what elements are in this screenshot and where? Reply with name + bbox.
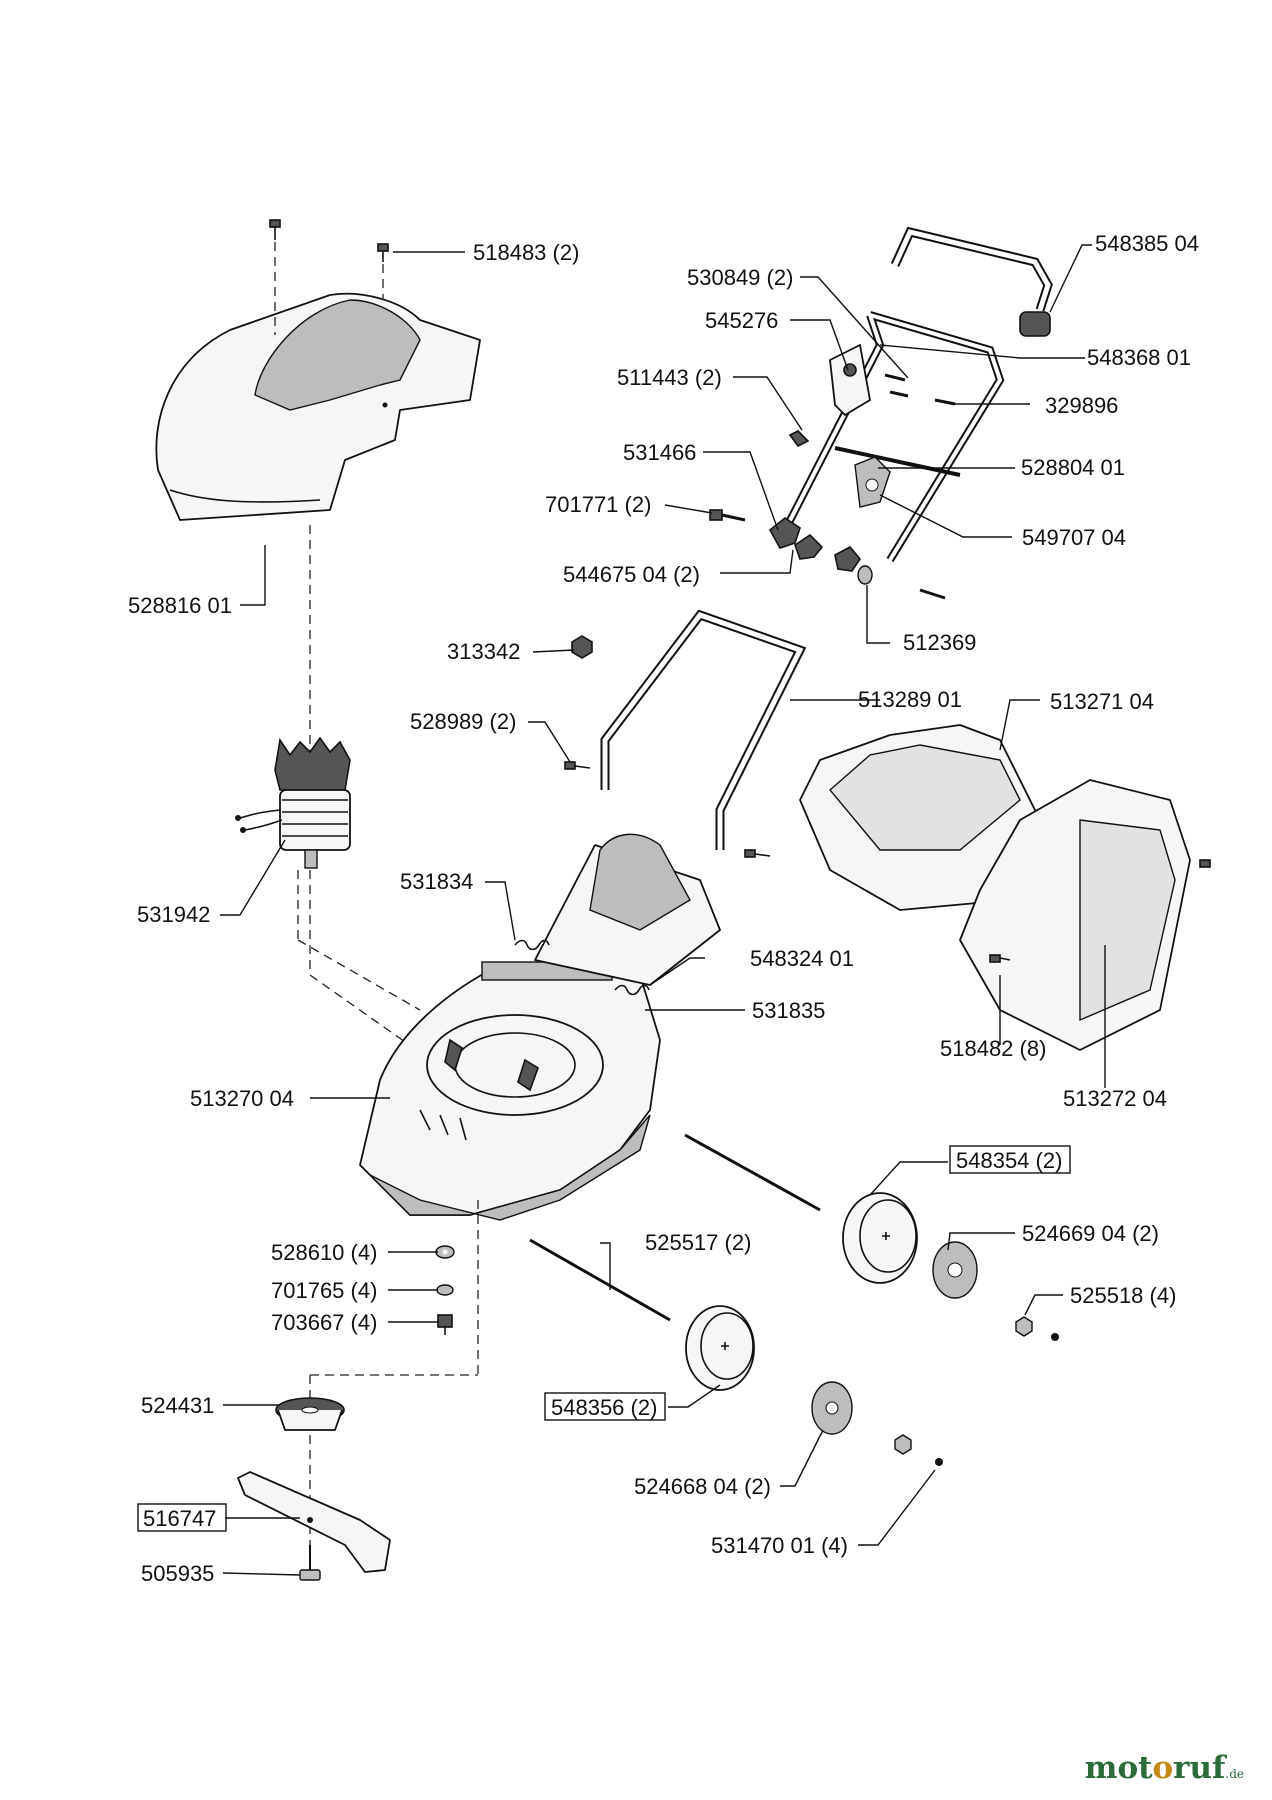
label-544675: 544675 04 (2) [563, 562, 700, 587]
grass-box-top-part [799, 724, 1041, 911]
screw-518483-part [269, 219, 389, 262]
nut-313342-part [571, 635, 593, 659]
bolt-505935-part [299, 1545, 321, 1581]
bolt-right-part [919, 588, 946, 600]
label-524431: 524431 [141, 1393, 214, 1418]
grass-box-bottom-part [959, 779, 1191, 1051]
watermark-part3: ruf [1173, 1750, 1226, 1786]
screw-703667-part [437, 1314, 453, 1335]
label-548385: 548385 04 [1095, 231, 1199, 256]
label-513270: 513270 04 [190, 1086, 294, 1111]
mower-deck-part [359, 959, 661, 1221]
axle-front-part [529, 1238, 671, 1322]
spring-531835-part [614, 984, 650, 996]
watermark-part2: o [1152, 1750, 1174, 1786]
cable-guide-part [854, 456, 891, 508]
label-701765: 701765 (4) [271, 1278, 377, 1303]
nut-525518-part [1015, 1316, 1059, 1341]
label-524668: 524668 04 (2) [634, 1474, 771, 1499]
label-548368: 548368 01 [1087, 345, 1191, 370]
watermark-tld: .de [1225, 1767, 1244, 1781]
label-701771: 701771 (2) [545, 492, 651, 517]
label-531835: 531835 [752, 998, 825, 1023]
screw-518482-part [989, 859, 1211, 963]
screw-530849-part [884, 373, 909, 398]
cable-part [834, 446, 961, 477]
leader-lines [220, 244, 1106, 1576]
label-513272: 513272 04 [1063, 1086, 1167, 1111]
label-329896: 329896 [1045, 393, 1118, 418]
label-313342: 313342 [447, 639, 520, 664]
cable-clip-part [788, 430, 810, 448]
label-528989: 528989 (2) [410, 709, 516, 734]
label-703667: 703667 (4) [271, 1310, 377, 1335]
washer-701765-part [436, 1284, 454, 1296]
spring-531834-part [514, 939, 550, 951]
watermark-logo: motoruf.de [1085, 1750, 1244, 1786]
label-528816: 528816 01 [128, 593, 232, 618]
label-513289: 513289 01 [858, 687, 962, 712]
watermark-part1: mot [1084, 1750, 1153, 1786]
label-524669: 524669 04 (2) [1022, 1221, 1159, 1246]
label-531834: 531834 [400, 869, 473, 894]
label-518483: 518483 (2) [473, 240, 579, 265]
label-518482: 518482 (8) [940, 1036, 1046, 1061]
motor-part [235, 736, 351, 869]
upper-handle-part [776, 311, 1005, 563]
switch-box-part [829, 344, 871, 416]
part-labels: 518483 (2) 548385 04 530849 (2) 545276 5… [128, 231, 1199, 1586]
wheel-548356-part [685, 1305, 755, 1391]
hubcap-524668-part [811, 1381, 853, 1435]
wheel-548354-part [842, 1192, 918, 1284]
handle-grip-part [890, 226, 1053, 337]
box-548356 [544, 1392, 666, 1421]
screw-329896-part [934, 398, 956, 406]
washer-512369-part [857, 565, 873, 585]
box-516747 [137, 1503, 227, 1532]
label-548356: 548356 (2) [551, 1395, 657, 1420]
label-545276: 545276 [705, 308, 778, 333]
label-549707: 549707 04 [1022, 525, 1126, 550]
label-525518: 525518 (4) [1070, 1283, 1176, 1308]
box-548354 [949, 1145, 1071, 1174]
fan-524431-part [275, 1397, 345, 1431]
washer-528610-part [435, 1245, 455, 1259]
hubcap-524669-part [932, 1241, 978, 1299]
axle-rear-part [684, 1133, 821, 1212]
label-528804: 528804 01 [1021, 455, 1125, 480]
top-cover-part [155, 292, 481, 521]
label-530849: 530849 (2) [687, 265, 793, 290]
blade-516747-part [237, 1471, 391, 1573]
handle-knob-part [768, 517, 861, 572]
label-528610: 528610 (4) [271, 1240, 377, 1265]
nut-531470-part [894, 1434, 943, 1466]
label-512369: 512369 [903, 630, 976, 655]
label-531942: 531942 [137, 902, 210, 927]
label-548324: 548324 01 [750, 946, 854, 971]
label-516747: 516747 [143, 1506, 216, 1531]
label-511443: 511443 (2) [617, 365, 722, 390]
label-531470: 531470 01 (4) [711, 1533, 848, 1558]
bolt-701771-part [709, 509, 746, 522]
label-513271: 513271 04 [1050, 689, 1154, 714]
rear-flap-part [534, 833, 721, 986]
label-505935: 505935 [141, 1561, 214, 1586]
label-525517: 525517 (2) [645, 1230, 751, 1255]
label-548354: 548354 (2) [956, 1148, 1062, 1173]
label-531466: 531466 [623, 440, 696, 465]
lower-handle-part [600, 609, 807, 850]
